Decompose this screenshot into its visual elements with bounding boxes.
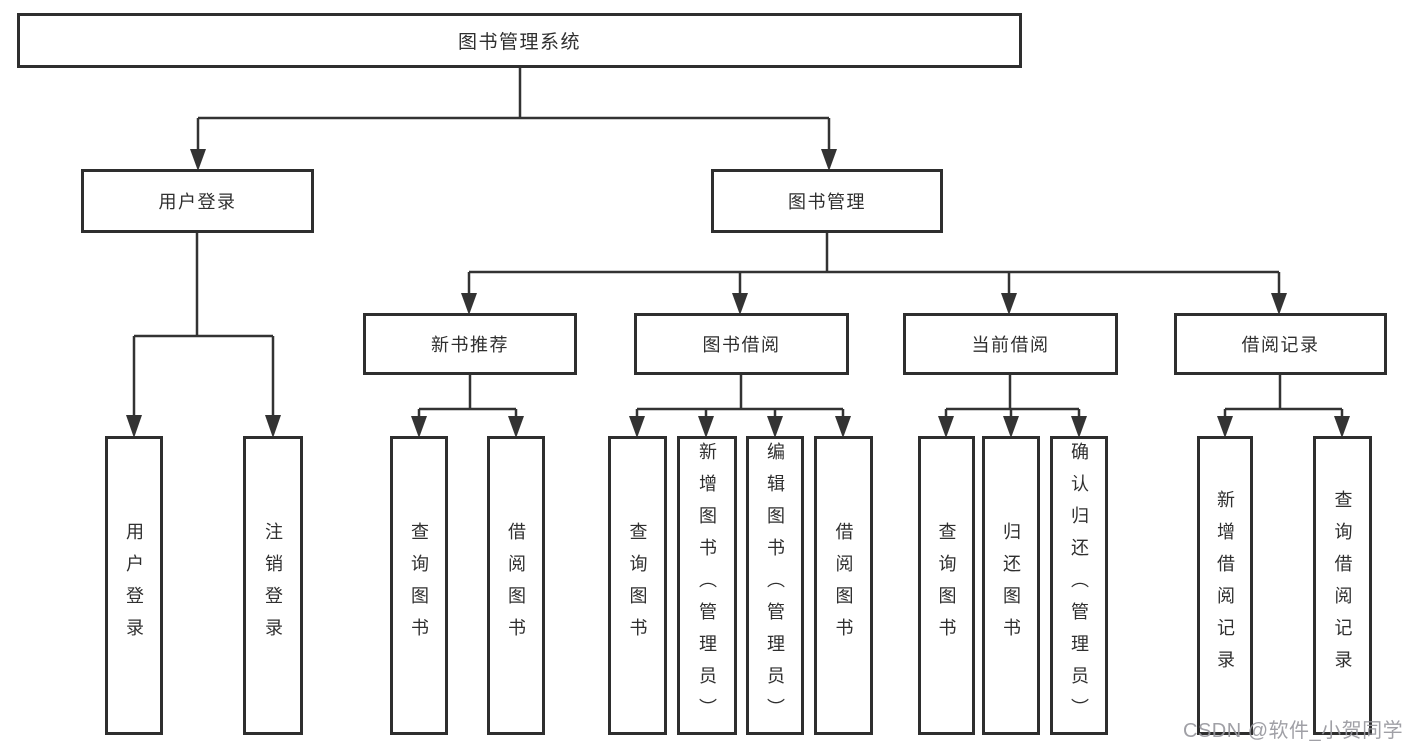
arrow-head bbox=[835, 416, 851, 438]
leaf-return-book: 归还图书 bbox=[982, 436, 1040, 735]
arrow-head bbox=[767, 416, 783, 438]
leaf-label: 借阅图书 bbox=[506, 521, 526, 650]
node-new-book-recommend: 新书推荐 bbox=[363, 313, 577, 375]
arrow-head bbox=[1071, 416, 1087, 438]
connector-root-to-level2 bbox=[190, 68, 837, 171]
node-current-borrow: 当前借阅 bbox=[903, 313, 1118, 375]
leaf-label: 归还图书 bbox=[1001, 521, 1021, 650]
arrow-head bbox=[126, 415, 142, 438]
leaf-add-borrow-record: 新增借阅记录 bbox=[1197, 436, 1253, 735]
node-label: 借阅记录 bbox=[1241, 335, 1320, 355]
connector-login-branch bbox=[126, 233, 281, 438]
arrow-head bbox=[1001, 293, 1017, 315]
leaf-label: 注销登录 bbox=[263, 521, 283, 650]
arrow-head bbox=[265, 415, 281, 438]
arrow-head bbox=[1334, 416, 1350, 438]
leaf-label: 借阅图书 bbox=[833, 521, 854, 650]
node-system-root: 图书管理系统 bbox=[17, 13, 1022, 68]
node-label: 新书推荐 bbox=[431, 335, 509, 355]
node-label: 图书借阅 bbox=[702, 335, 781, 355]
node-label: 图书管理 bbox=[788, 192, 866, 212]
node-borrow-record: 借阅记录 bbox=[1174, 313, 1387, 375]
leaf-borrow-book: 借阅图书 bbox=[487, 436, 545, 735]
leaf-edit-book-admin: 编辑图书（管理员） bbox=[746, 436, 804, 735]
arrow-head bbox=[698, 416, 714, 438]
leaf-label: 查询图书 bbox=[409, 521, 429, 650]
node-book-borrow: 图书借阅 bbox=[634, 313, 849, 375]
connector-current-branch bbox=[938, 375, 1087, 438]
csdn-watermark: CSDN @软件_小贺同学 bbox=[1183, 720, 1404, 742]
connector-borrow-branch bbox=[629, 375, 851, 438]
arrow-head bbox=[629, 416, 645, 438]
leaf-label: 用户登录 bbox=[124, 521, 144, 650]
node-label: 当前借阅 bbox=[971, 335, 1050, 355]
leaf-label: 编辑图书（管理员） bbox=[765, 441, 785, 730]
leaf-label: 查询借阅记录 bbox=[1332, 489, 1353, 682]
connector-record-branch bbox=[1217, 375, 1350, 438]
leaf-label: 查询图书 bbox=[936, 521, 957, 650]
leaf-query-book: 查询图书 bbox=[390, 436, 448, 735]
leaf-query-book: 查询图书 bbox=[918, 436, 975, 735]
arrow-head bbox=[508, 416, 524, 438]
leaf-label: 查询图书 bbox=[627, 521, 648, 650]
leaf-query-book: 查询图书 bbox=[608, 436, 667, 735]
leaf-add-book-admin: 新增图书（管理员） bbox=[677, 436, 737, 735]
leaf-logout: 注销登录 bbox=[243, 436, 303, 735]
arrow-head bbox=[1217, 416, 1233, 438]
leaf-user-login: 用户登录 bbox=[105, 436, 163, 735]
connector-mgmt-to-categories bbox=[461, 233, 1287, 315]
arrow-head bbox=[190, 149, 206, 171]
arrow-head bbox=[411, 416, 427, 438]
node-label: 图书管理系统 bbox=[457, 32, 581, 53]
node-user-login: 用户登录 bbox=[81, 169, 314, 233]
leaf-label: 新增借阅记录 bbox=[1215, 489, 1235, 682]
arrow-head bbox=[1003, 416, 1019, 438]
arrow-head bbox=[1271, 293, 1287, 315]
node-label: 用户登录 bbox=[158, 192, 237, 212]
leaf-label: 确认归还（管理员） bbox=[1069, 441, 1089, 730]
arrow-head bbox=[938, 416, 954, 438]
leaf-borrow-book: 借阅图书 bbox=[814, 436, 873, 735]
arrow-head bbox=[461, 293, 477, 315]
leaf-confirm-return-admin: 确认归还（管理员） bbox=[1050, 436, 1108, 735]
node-book-management: 图书管理 bbox=[711, 169, 943, 233]
arrow-head bbox=[732, 293, 748, 315]
leaf-query-borrow-record: 查询借阅记录 bbox=[1313, 436, 1372, 735]
leaf-label: 新增图书（管理员） bbox=[697, 441, 717, 730]
arrow-head bbox=[821, 149, 837, 171]
connector-newbook-branch bbox=[411, 375, 524, 438]
